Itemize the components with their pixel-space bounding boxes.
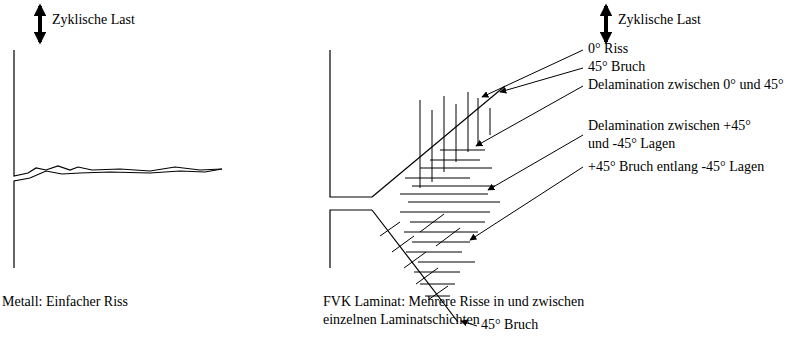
metal-specimen bbox=[14, 50, 222, 268]
label: +45° Bruch entlang -45° Lagen bbox=[588, 158, 803, 176]
label: 45° Bruch bbox=[481, 316, 581, 334]
laminate-specimen bbox=[330, 50, 505, 322]
leader-lines bbox=[461, 50, 583, 326]
load-arrow bbox=[38, 6, 42, 42]
label: 45° Bruch bbox=[588, 58, 788, 76]
label: Metall: Einfacher Riss bbox=[2, 293, 222, 311]
label: Zyklische Last bbox=[618, 11, 738, 29]
label: FVK Laminat: Mehrere Risse in und zwisch… bbox=[323, 293, 585, 329]
ply-cracks bbox=[380, 92, 500, 300]
load-arrow bbox=[604, 6, 608, 42]
label: 0° Riss bbox=[588, 40, 788, 58]
label: Zyklische Last bbox=[52, 11, 172, 29]
label: Delamination zwischen 0° und 45° bbox=[588, 76, 803, 94]
label: Delamination zwischen +45° und -45° Lage… bbox=[588, 117, 760, 153]
